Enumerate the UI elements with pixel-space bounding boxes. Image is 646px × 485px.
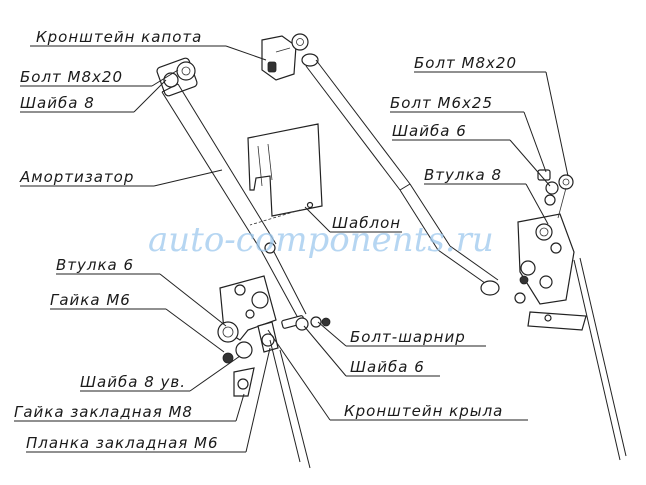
right-bolts — [537, 169, 574, 219]
label-bushing-6: Втулка 6 — [56, 256, 134, 274]
leader-lines — [14, 45, 569, 453]
label-washer-8-left: Шайба 8 — [20, 94, 95, 112]
label-wing-bracket: Кронштейн крыла — [344, 402, 503, 420]
right-shock-absorber — [301, 53, 500, 296]
watermark-text: auto-components.ru — [148, 220, 494, 260]
label-template: Шаблон — [332, 214, 401, 232]
label-bolt-m6x25: Болт M6x25 — [390, 94, 493, 112]
label-shock-absorber: Амортизатор — [19, 168, 134, 186]
label-washer-6-right: Шайба 6 — [392, 122, 467, 140]
label-embedded-plate-m6: Планка закладная M6 — [26, 434, 219, 452]
hood-bracket — [261, 33, 309, 81]
left-wing-bracket — [217, 275, 331, 469]
template-plate — [247, 123, 323, 226]
label-bolt-hinge: Болт-шарнир — [350, 328, 466, 346]
label-bolt-m8x20-left: Болт M8x20 — [20, 68, 123, 86]
label-washer-8-reinforced: Шайба 8 ув. — [80, 373, 186, 391]
label-washer-6-center: Шайба 6 — [350, 358, 425, 376]
label-embedded-nut-m8: Гайка закладная M8 — [14, 403, 193, 421]
left-shock-absorber — [156, 57, 307, 319]
label-nut-m6: Гайка M6 — [50, 291, 131, 309]
label-bushing-8: Втулка 8 — [424, 166, 502, 184]
label-hood-bracket: Кронштейн капота — [36, 28, 202, 46]
right-wing-bracket — [514, 213, 627, 461]
label-bolt-m8x20-right: Болт M8x20 — [414, 54, 517, 72]
